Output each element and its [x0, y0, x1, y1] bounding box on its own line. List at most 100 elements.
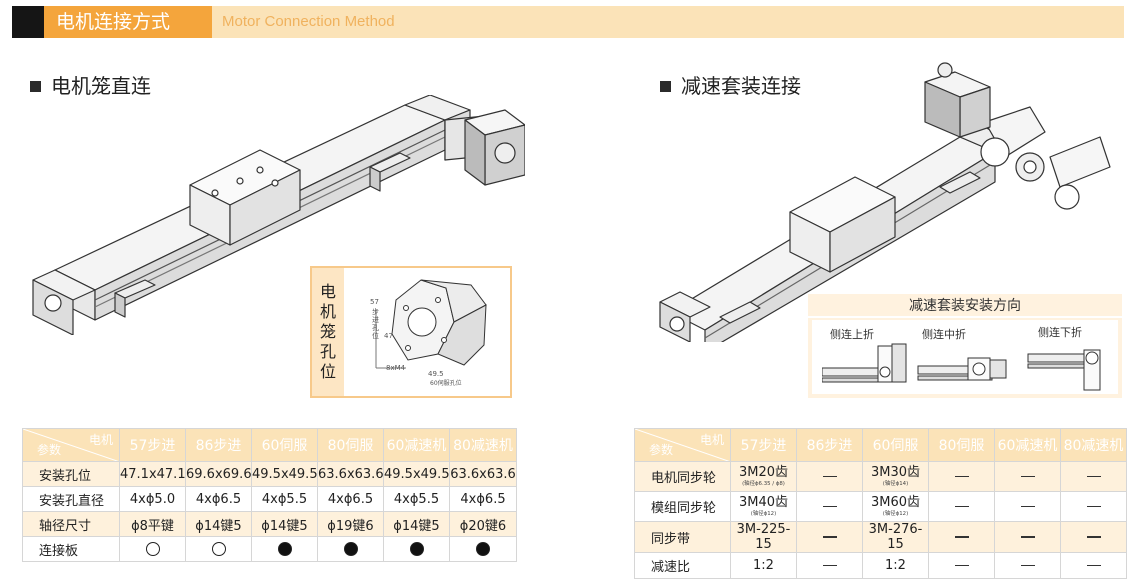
dash-icon: [954, 475, 969, 478]
dash-icon: [822, 505, 837, 508]
row-label: 同步带: [634, 521, 731, 553]
table-cell: [994, 521, 1061, 553]
table-cell: [994, 461, 1061, 492]
cage-label-char: 位: [319, 362, 336, 381]
table-cell: 63.6x63.6: [317, 461, 384, 487]
cage-label-char: 机: [319, 302, 336, 321]
row-label: 电机同步轮: [634, 461, 731, 492]
table-cell: 4xϕ5.0: [119, 486, 186, 512]
cage-dim-servo: 60伺服孔位: [430, 380, 462, 387]
table-cell: [928, 552, 995, 579]
table-cell: 4xϕ5.5: [251, 486, 318, 512]
table-cell: 4xϕ6.5: [449, 486, 517, 512]
table-cell: [1060, 491, 1127, 522]
table-cell: 69.6x69.6: [185, 461, 252, 487]
motor-cage-hole-label: 电 机 笼 孔 位: [312, 268, 344, 396]
section-title-direct: 电机笼直连: [30, 74, 151, 98]
diagonal-line: [635, 429, 729, 461]
dash-icon: [1020, 564, 1035, 567]
column-header: 80减速机: [1060, 428, 1127, 462]
column-header: 60减速机: [994, 428, 1061, 462]
cage-label-char: 孔: [319, 342, 336, 361]
table-cell: [928, 461, 995, 492]
circle-filled-icon: [409, 542, 424, 556]
table-cell: [928, 491, 995, 522]
table-cell: 3M40齿(轴径ϕ12): [730, 491, 797, 522]
table-corner-header: 电机 参数: [22, 428, 120, 462]
circle-open-icon: [145, 542, 160, 556]
connection-plate-cell: [185, 536, 252, 562]
cell-sub-text: (轴径ϕ6.35 / ϕ8): [742, 480, 785, 487]
table-corner-header: 电机 参数: [634, 428, 731, 462]
banner-orange-block: [44, 6, 212, 38]
table-cell: 1:2: [730, 552, 797, 579]
table-cell: 3M60齿(轴径ϕ12): [862, 491, 929, 522]
cell-main-text: 3M40齿: [738, 495, 789, 510]
square-bullet-icon: [660, 80, 671, 92]
table-cell: 1:2: [862, 552, 929, 579]
column-header: 60伺服: [862, 428, 929, 462]
table-cell: ϕ19键6: [317, 511, 384, 537]
table-cell: 3M-276-15: [862, 521, 929, 553]
cell-sub-text: (轴径ϕ12): [882, 510, 909, 517]
table-row: 连接板: [22, 536, 517, 562]
row-label: 安装孔直径: [22, 486, 120, 512]
table-row: 轴径尺寸 ϕ8平键 ϕ14键5 ϕ14键5 ϕ19键6 ϕ14键5 ϕ20键6: [22, 511, 517, 537]
page-title: 电机连接方式: [56, 11, 171, 33]
table-cell: 63.6x63.6: [449, 461, 517, 487]
table-cell: [1060, 521, 1127, 553]
circle-filled-icon: [343, 542, 358, 556]
corner-bottom-label: 参数: [37, 443, 62, 457]
table-cell: [928, 521, 995, 553]
cell-main-text: 3M20齿: [738, 465, 789, 480]
table-row: 减速比 1:2 1:2: [634, 552, 1127, 579]
table-cell: [994, 552, 1061, 579]
table-cell: 49.5x49.5: [251, 461, 318, 487]
table-cell: 47.1x47.1: [119, 461, 186, 487]
row-label: 连接板: [22, 536, 120, 562]
header-banner: 电机连接方式 Motor Connection Method: [12, 6, 1124, 38]
cage-dim-holes: 8xM4: [386, 364, 406, 372]
dash-icon: [822, 564, 837, 567]
column-header: 86步进: [796, 428, 863, 462]
cell-main-text: 3M30齿: [870, 465, 921, 480]
table-cell: 4xϕ6.5: [185, 486, 252, 512]
cage-dim-side-text: 步 进 孔 位: [372, 308, 379, 340]
table-cell: 3M30齿(轴径ϕ14): [862, 461, 929, 492]
direction-side-up-label: 侧连上折: [830, 328, 874, 341]
page-subtitle: Motor Connection Method: [222, 13, 395, 30]
table-cell: 4xϕ6.5: [317, 486, 384, 512]
motor-cage-hole-box: 电 机 笼 孔 位 57 步 进 孔 位 47 8xM4 49.5 60伺服孔位: [310, 266, 512, 398]
motor-cage-spec-table: 电机 参数 57步进 86步进 60伺服 80伺服 60减速机 80减速机 安装…: [22, 428, 517, 562]
dash-icon: [1086, 475, 1101, 478]
dash-icon: [822, 475, 837, 478]
table-cell: [1060, 461, 1127, 492]
table-cell: [796, 552, 863, 579]
table-row: 同步带 3M-225-15 3M-276-15: [634, 521, 1127, 553]
cage-dim-47: 47: [384, 332, 393, 340]
connection-plate-cell: [317, 536, 384, 562]
section-title-direct-text: 电机笼直连: [51, 74, 151, 98]
column-header: 80减速机: [449, 428, 517, 462]
table-cell: [1060, 552, 1127, 579]
corner-top-label: 电机: [88, 433, 113, 447]
dash-icon: [1020, 475, 1035, 478]
row-label: 模组同步轮: [634, 491, 731, 522]
section-title-reducer: 减速套装连接: [660, 74, 801, 98]
table-cell: [796, 461, 863, 492]
table-row: 安装孔直径 4xϕ5.0 4xϕ6.5 4xϕ5.5 4xϕ6.5 4xϕ5.5…: [22, 486, 517, 512]
cell-sub-text: (轴径ϕ12): [750, 510, 777, 517]
row-label: 轴径尺寸: [22, 511, 120, 537]
cage-dim-57: 57: [370, 298, 379, 306]
dash-icon: [1086, 536, 1101, 538]
table-row: 电机同步轮 3M20齿(轴径ϕ6.35 / ϕ8) 3M30齿(轴径ϕ14): [634, 461, 1127, 492]
direction-diagrams: [822, 343, 1101, 391]
direction-side-mid-label: 侧连中折: [922, 328, 966, 341]
dash-icon: [954, 536, 969, 538]
table-cell: [994, 491, 1061, 522]
direction-side-down-label: 侧连下折: [1038, 326, 1082, 339]
column-header: 57步进: [119, 428, 186, 462]
connection-plate-cell: [383, 536, 450, 562]
diagonal-line: [23, 429, 118, 461]
table-cell: 4xϕ5.5: [383, 486, 450, 512]
